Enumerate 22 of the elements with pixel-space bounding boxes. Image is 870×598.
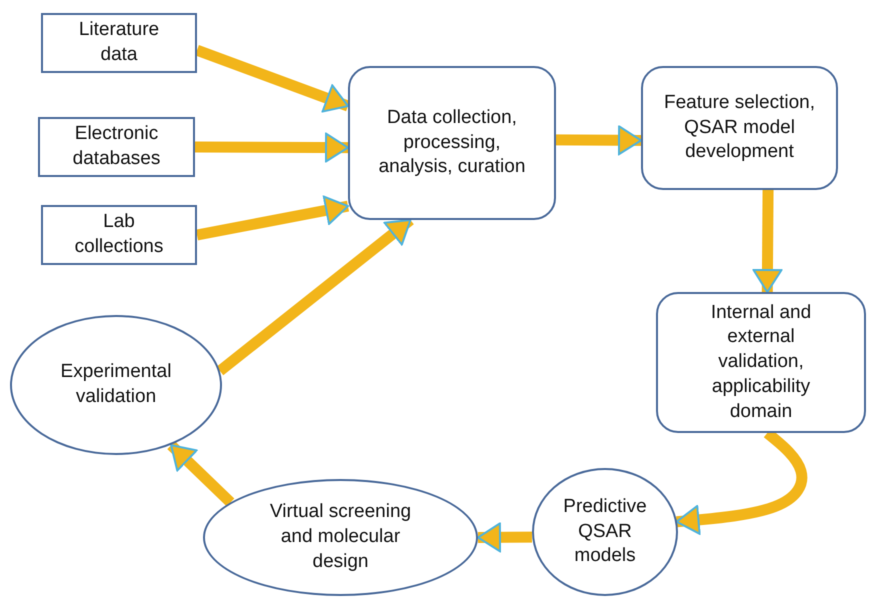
process-box [641, 66, 838, 190]
source-box [41, 13, 197, 73]
block-arrow [477, 522, 532, 552]
node-label: Data collection, processing, analysis, curation [378, 106, 526, 180]
node-label: Internal and external validation, applicability domain [710, 300, 812, 424]
source-box [41, 205, 197, 265]
node-label: Feature selection, QSAR model development [662, 90, 816, 164]
node-label: Virtual screening and molecular design [268, 500, 412, 574]
block-arrow [195, 45, 350, 113]
node-label: Lab collections [74, 210, 164, 259]
block-arrow [196, 196, 350, 240]
block-arrow [556, 125, 642, 156]
process-box [656, 292, 866, 433]
process-box [348, 66, 556, 220]
block-arrow [752, 190, 782, 293]
block-arrow [194, 132, 349, 163]
source-box [38, 117, 195, 177]
node-label: Predictive QSAR models [562, 494, 648, 568]
block-arrow [167, 441, 234, 506]
node-label: Electronic databases [72, 122, 162, 171]
node-label: Literature data [78, 18, 160, 67]
node-label: Experimental validation [60, 360, 172, 409]
